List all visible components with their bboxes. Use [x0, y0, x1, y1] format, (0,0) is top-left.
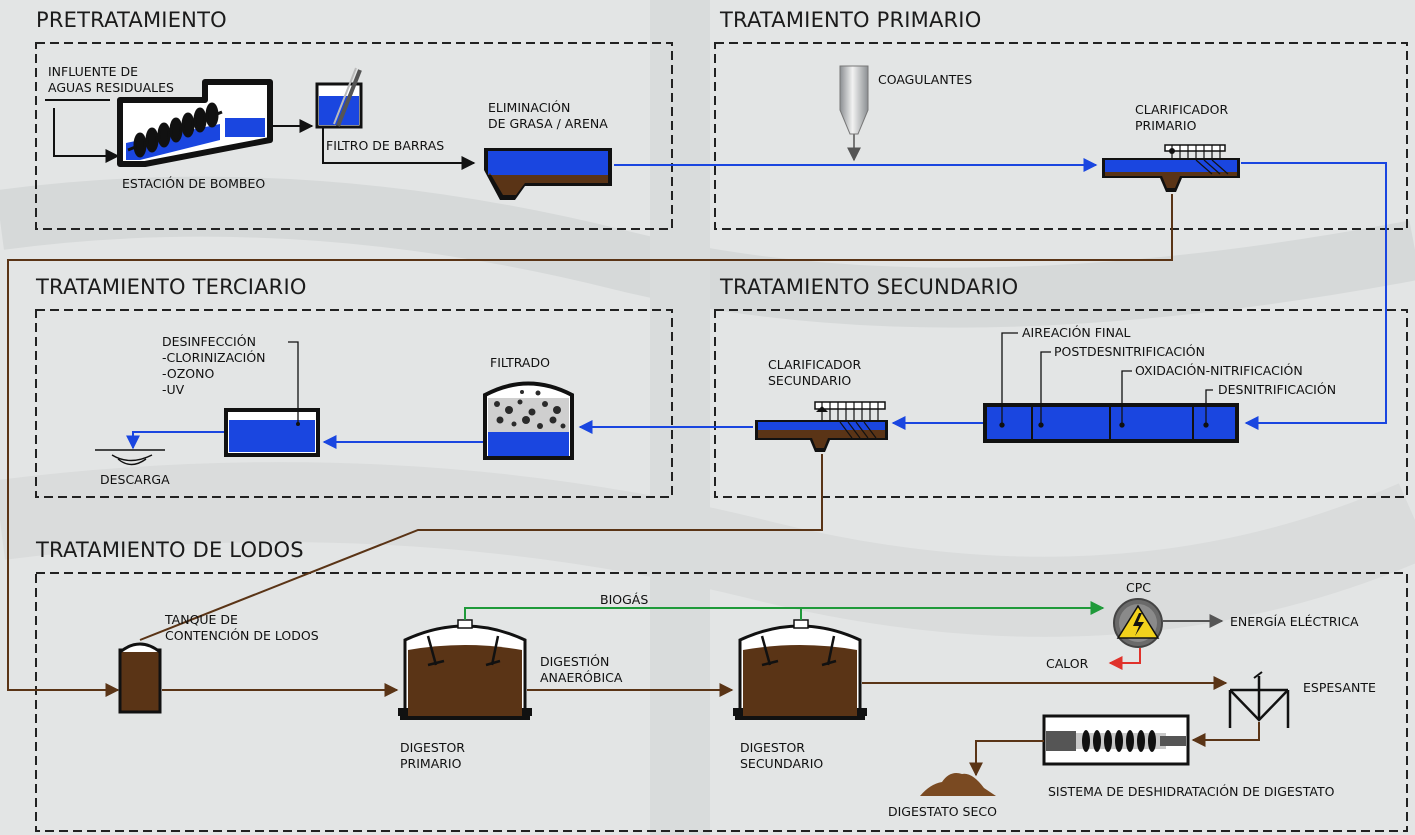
thickener: [1228, 671, 1290, 728]
label-heat: CALOR: [1046, 656, 1089, 671]
secondary-clarifier: [755, 401, 888, 452]
biogas-line: [464, 601, 1105, 620]
section-title-pretreatment: PRETRATAMIENTO: [36, 8, 227, 32]
section-title-tertiary: TRATAMIENTO TERCIARIO: [36, 275, 307, 299]
label-secondary-digester: DIGESTOR SECUNDARIO: [740, 740, 824, 771]
aeration-callouts: [999, 332, 1213, 428]
label-denitrification: DESNITRIFICACIÓN: [1218, 382, 1337, 397]
label-anaerobic-digestion: DIGESTIÓN ANAERÓBICA: [540, 654, 623, 685]
label-biogas: BIOGÁS: [600, 592, 649, 607]
chp-unit: [1113, 598, 1163, 648]
disinfection-tank: [224, 341, 320, 457]
dewatering-system: [1042, 714, 1190, 766]
label-dewatering: SISTEMA DE DESHIDRATACIÓN DE DIGESTATO: [1048, 784, 1335, 799]
secondary-digester: [733, 619, 867, 720]
primary-sludge-line: [7, 194, 1173, 697]
label-discharge: DESCARGA: [100, 472, 170, 487]
label-final-aeration: AIREACIÓN FINAL: [1022, 325, 1131, 340]
primary-treatment-box: [714, 42, 1408, 230]
water-line-to-discharge: [126, 431, 224, 450]
primary-clarifier: [1102, 144, 1240, 192]
section-title-primary: TRATAMIENTO PRIMARIO: [720, 8, 982, 32]
label-bar-screen: FILTRO DE BARRAS: [326, 138, 445, 153]
influent-arrows: [45, 99, 120, 163]
section-title-secondary: TRATAMIENTO SECUNDARIO: [720, 275, 1019, 299]
label-chp: CPC: [1126, 580, 1151, 595]
bar-screen: [315, 67, 363, 129]
label-coagulants: COAGULANTES: [878, 72, 973, 87]
discharge-icon: [95, 449, 165, 466]
label-dry-digestate: DIGESTATO SECO: [888, 804, 997, 819]
label-grease-grit-removal: ELIMINACIÓN DE GRASA / ARENA: [488, 100, 608, 131]
label-disinfection: DESINFECCIÓN -CLORINIZACIÓN -OZONO -UV: [162, 334, 266, 397]
primary-digester: [398, 619, 532, 720]
label-pumping-station: ESTACIÓN DE BOMBEO: [122, 176, 266, 191]
label-filtration: FILTRADO: [490, 355, 550, 370]
sand-filter: [483, 381, 574, 460]
tertiary-treatment-box: [35, 309, 673, 498]
heat-line: [1108, 648, 1141, 670]
secondary-sludge-line: [139, 454, 823, 641]
label-primary-digester: DIGESTOR PRIMARIO: [400, 740, 465, 771]
secondary-treatment-box: [714, 309, 1408, 498]
label-secondary-clarifier: CLARIFICADOR SECUNDARIO: [768, 357, 862, 388]
water-line-to-aeration: [1241, 162, 1387, 430]
sludge-treatment-box: [35, 572, 1408, 832]
aeration-basin: [983, 403, 1239, 443]
line-thickener-to-dewatering: [1191, 722, 1260, 747]
dry-digestate-pile: [920, 773, 996, 796]
label-electric-energy: ENERGÍA ELÉCTRICA: [1230, 614, 1359, 629]
label-influent: INFLUENTE DE AGUAS RESIDUALES: [48, 64, 174, 95]
sludge-holding-tank: [118, 642, 162, 714]
label-oxidation-nitrification: OXIDACIÓN-NITRIFICACIÓN: [1135, 363, 1303, 378]
pumping-station: [117, 79, 273, 167]
label-holding-tank: TANQUE DE CONTENCIÓN DE LODOS: [165, 612, 319, 643]
label-thickener: ESPESANTE: [1303, 680, 1376, 695]
label-post-denitrification: POSTDESNITRIFICACIÓN: [1054, 344, 1205, 359]
coagulant-silo: [839, 65, 869, 162]
grease-grit-removal: [484, 148, 612, 200]
line-to-dry-digestate: [969, 740, 1044, 777]
arrow-screen-to-grit: [322, 128, 476, 170]
section-title-sludge: TRATAMIENTO DE LODOS: [36, 538, 304, 562]
label-primary-clarifier: CLARIFICADOR PRIMARIO: [1135, 102, 1229, 133]
pretreatment-box: [35, 42, 673, 230]
